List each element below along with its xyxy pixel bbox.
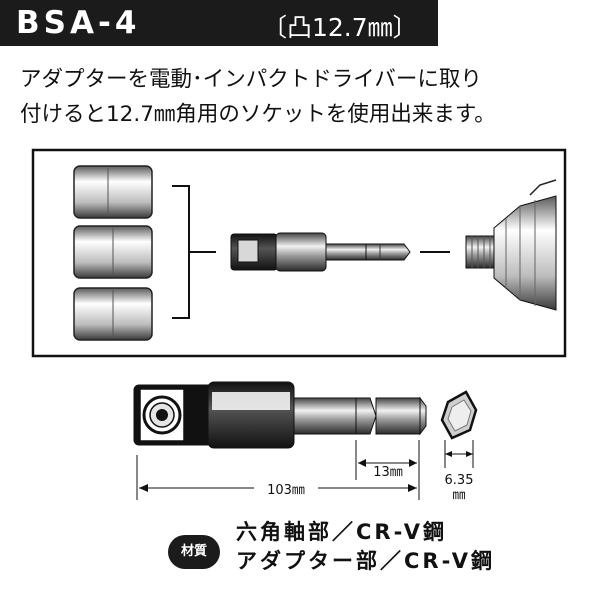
socket-1 bbox=[73, 165, 153, 219]
adapter-small bbox=[230, 232, 411, 272]
drive-size-spec: 〔凸12.7㎜〕 bbox=[262, 13, 418, 42]
usage-frame bbox=[31, 148, 567, 358]
total-length-label-bg bbox=[254, 480, 318, 498]
impact-driver-chuck bbox=[465, 179, 557, 311]
description-line-1: アダプターを電動･インパクトドライバーに取り bbox=[20, 67, 482, 92]
hex-length-label: 13㎜ bbox=[373, 465, 403, 480]
hex-width-value: 6.35 bbox=[445, 473, 474, 488]
total-length-label: 103㎜ bbox=[267, 483, 305, 498]
model-number: BSA-4 bbox=[16, 5, 141, 41]
material-hex-shaft: 六角軸部／CR-V鋼 bbox=[236, 520, 448, 544]
header-bar: BSA-4 〔凸12.7㎜〕 bbox=[0, 0, 438, 46]
socket-2 bbox=[73, 225, 153, 279]
material-adapter: アダプター部／CR-V鋼 bbox=[236, 549, 496, 573]
description-line-2: 付けると12.7㎜角用のソケットを使用出来ます。 bbox=[20, 102, 496, 127]
socket-3 bbox=[73, 287, 153, 341]
material-badge: 材質 bbox=[168, 535, 220, 569]
adapter-detail bbox=[133, 381, 427, 449]
hex-end-view bbox=[440, 390, 478, 440]
socket-bracket bbox=[172, 185, 190, 319]
usage-diagram bbox=[31, 148, 567, 358]
hex-width-unit: ㎜ bbox=[452, 488, 465, 503]
dimension-lines bbox=[136, 440, 474, 500]
